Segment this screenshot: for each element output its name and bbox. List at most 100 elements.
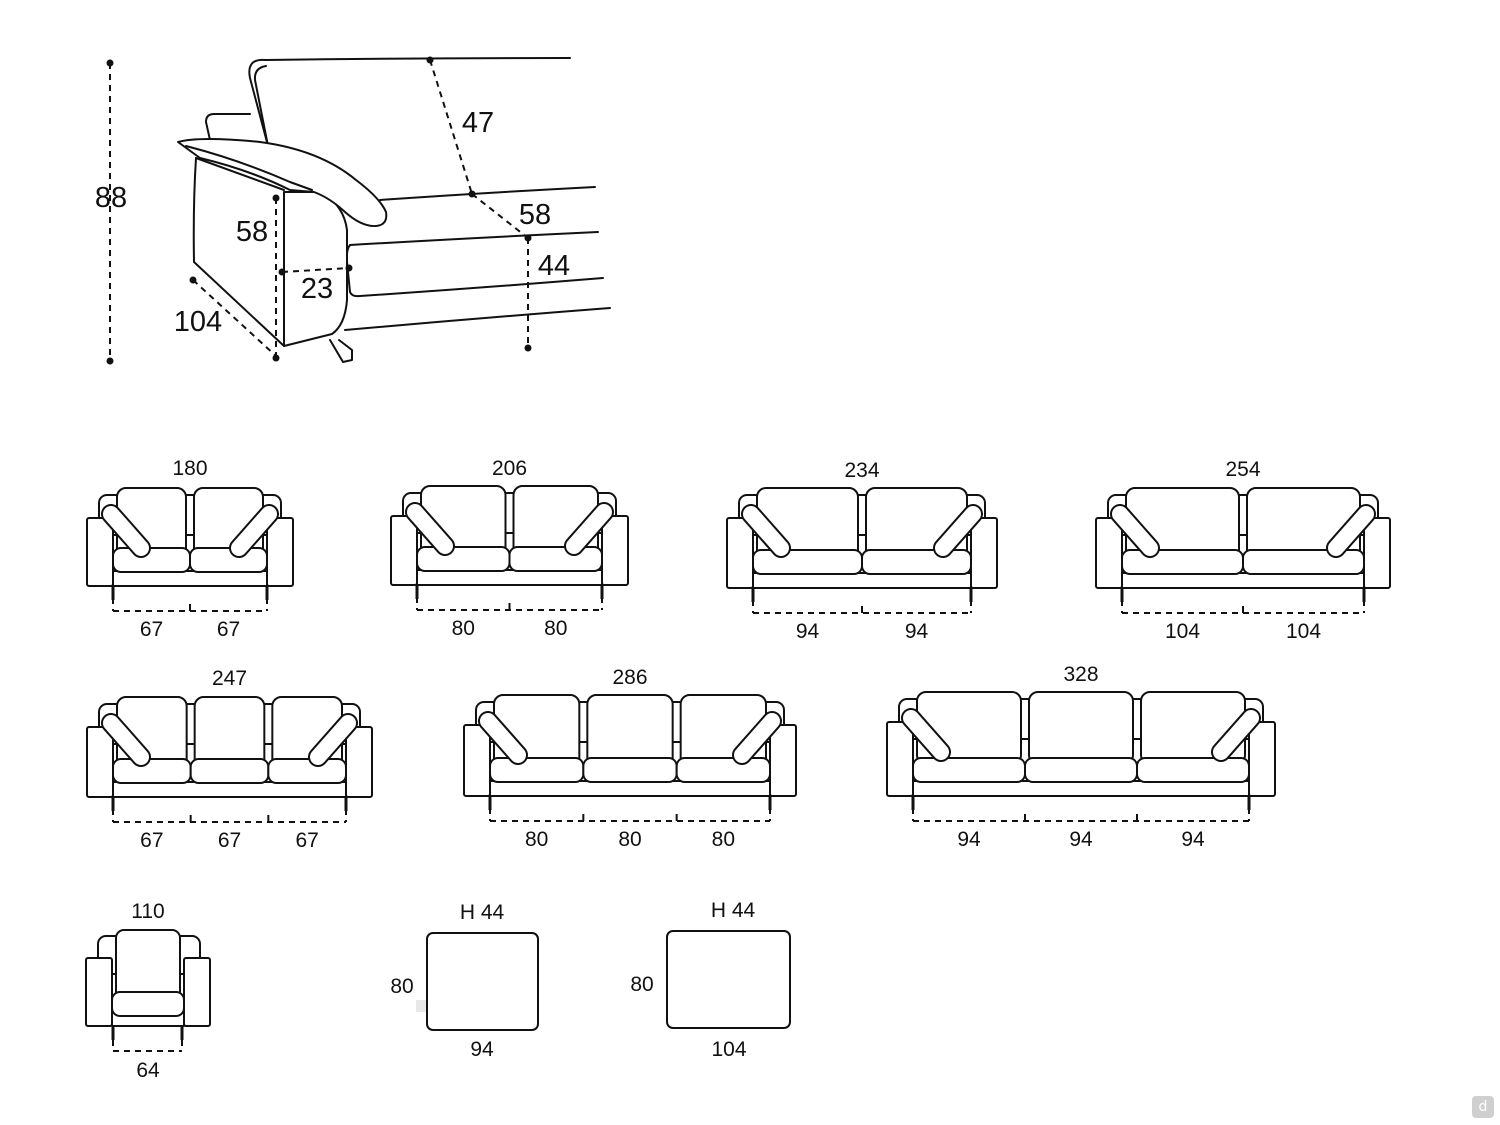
ottoman-94-height-label: H 44	[460, 901, 505, 924]
bolster-pillow-left	[103, 506, 149, 556]
bolster-pillow-left	[103, 715, 149, 765]
sofa-base	[489, 780, 771, 797]
label-arm-width: 23	[301, 273, 333, 305]
back-cushion	[586, 694, 674, 768]
seat-cushion	[416, 546, 511, 572]
bolster-pillow-right	[1328, 506, 1374, 556]
label-arm-height: 58	[236, 216, 268, 248]
sofa-width-label: 206	[492, 457, 527, 480]
sofa-arm-right	[769, 724, 797, 797]
seat-cushion	[508, 546, 603, 572]
seat-cushion	[1024, 757, 1138, 783]
sofa-arm-right	[345, 726, 373, 798]
back-cushion	[1028, 691, 1134, 765]
seat-width-label: 67	[218, 829, 241, 852]
seat-cushion	[912, 757, 1026, 783]
label-total-height: 88	[95, 182, 127, 214]
ottoman-94-depth-label: 80	[390, 975, 413, 998]
bolster-pillow-right	[231, 506, 277, 556]
ottoman-104: H 44 80 104	[630, 899, 791, 1061]
sofa-base	[1121, 572, 1365, 589]
label-seat-depth: 58	[519, 199, 551, 231]
bolster-pillow-right	[566, 504, 612, 554]
bolster-pillow-right	[310, 715, 356, 765]
ottoman-94-width-label: 94	[470, 1038, 494, 1061]
sofa-2-seater-206: 206 80 80	[390, 457, 629, 640]
watermark-logo-icon: d	[1472, 1096, 1494, 1118]
bolster-pillow-right	[935, 506, 981, 556]
ottoman-104-height-label: H 44	[711, 899, 756, 922]
sofa-arm-left	[86, 726, 114, 798]
sofa-width-label: 286	[612, 666, 647, 689]
sofa-width-label: 247	[212, 667, 247, 690]
seat-width-label: 80	[525, 828, 548, 851]
seat-width-label: 67	[217, 618, 240, 641]
seat-width-label: 94	[957, 828, 981, 851]
sofa-arm-right	[1248, 721, 1276, 797]
sofa-base	[112, 570, 268, 587]
seat-cushion	[489, 757, 585, 783]
armchair-width-label: 110	[131, 900, 164, 923]
seat-width-label: 67	[140, 829, 163, 852]
seat-cushion	[112, 758, 192, 784]
seat-width-label: 67	[295, 829, 318, 852]
armchair: 110 64	[85, 900, 211, 1082]
sofa-arm-left	[1095, 517, 1123, 589]
seat-cushion	[675, 757, 772, 783]
seat-width-label: 104	[1165, 620, 1200, 643]
seat-width-label: 80	[544, 617, 567, 640]
seat-width-label: 94	[905, 620, 929, 643]
seat-width-label: 80	[452, 617, 475, 640]
sofa-arm-right	[970, 517, 998, 589]
sofa-width-label: 234	[844, 459, 879, 482]
seat-width-label: 94	[796, 620, 820, 643]
seat-width-label: 80	[712, 828, 735, 851]
armchair-seat-width-label: 64	[136, 1059, 160, 1082]
seat-cushion	[189, 758, 270, 784]
sofa-width-label: 180	[172, 457, 207, 480]
bolster-pillow-left	[480, 713, 526, 763]
bolster-pillow-left	[1112, 506, 1158, 556]
bolster-pillow-left	[903, 710, 949, 760]
sofa-3-seater-247: 247 67 67 67	[86, 667, 373, 852]
seat-width-label: 94	[1069, 828, 1093, 851]
label-depth: 104	[174, 306, 222, 338]
sofa-arm-left	[886, 721, 914, 797]
seat-cushion	[1242, 549, 1365, 575]
bolster-pillow-left	[743, 506, 789, 556]
ottoman-104-width-label: 104	[711, 1038, 746, 1061]
sofa-base	[416, 569, 603, 586]
ottoman-104-depth-label: 80	[630, 973, 653, 996]
sofa-2-seater-234: 234 94 94	[726, 459, 998, 643]
ottoman-94: H 44 80 94	[390, 901, 539, 1061]
seat-cushion	[189, 547, 268, 573]
sofa-arm-left	[463, 724, 491, 797]
bolster-pillow-left	[407, 504, 453, 554]
seat-cushion	[1136, 757, 1250, 783]
seat-width-label: 104	[1286, 620, 1321, 643]
sofa-arm-left	[726, 517, 754, 589]
seat-cushion	[752, 549, 863, 575]
sofa-base	[912, 780, 1250, 797]
seat-cushion	[1121, 549, 1244, 575]
sofa-2-seater-254: 254 104 104	[1095, 458, 1391, 643]
perspective-view: 88 47 58 44 58 23 104	[95, 56, 611, 365]
seat-cushion	[112, 547, 191, 573]
bolster-pillow-right	[1213, 710, 1259, 760]
seat-cushion	[267, 758, 348, 784]
sofa-width-label: 254	[1225, 458, 1260, 481]
label-seat-height: 44	[538, 250, 570, 282]
seat-width-label: 94	[1181, 828, 1205, 851]
sofa-arm-right	[1363, 517, 1391, 589]
sofa-arm-right	[266, 517, 294, 587]
seat-cushion	[861, 549, 972, 575]
bolster-pillow-right	[734, 713, 780, 763]
sofa-base	[752, 572, 972, 589]
seat-cushion	[582, 757, 678, 783]
label-back-height: 47	[462, 107, 494, 139]
sofa-base	[112, 781, 347, 798]
